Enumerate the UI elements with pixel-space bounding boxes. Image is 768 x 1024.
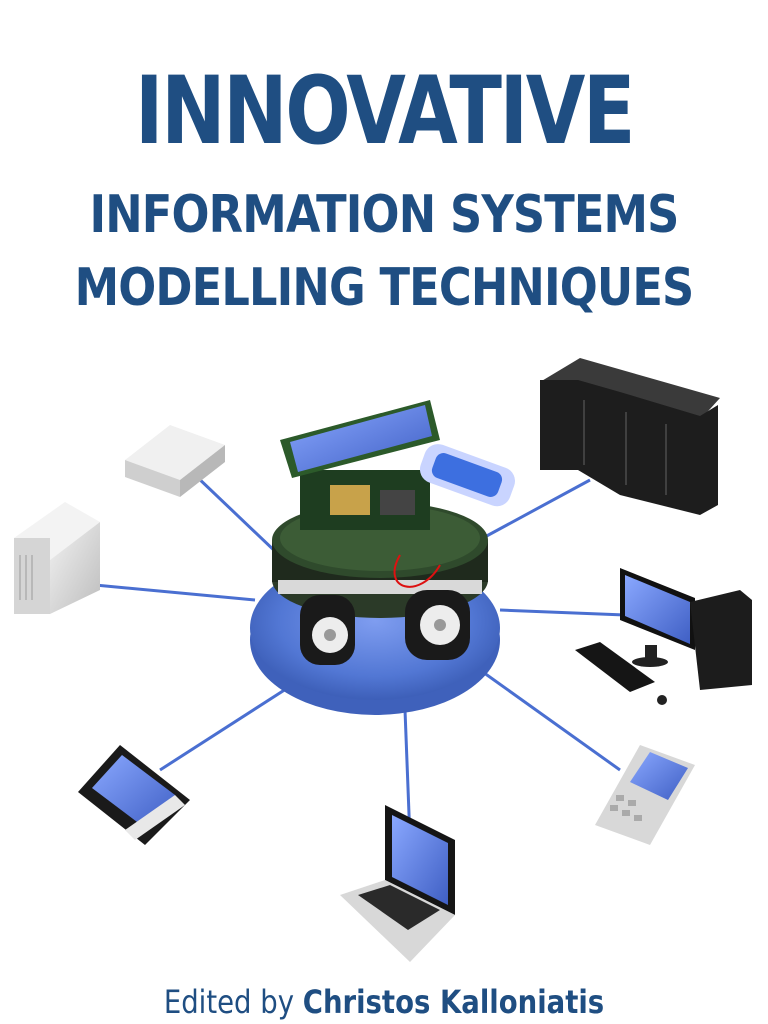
- book-title: INNOVATIVE: [134, 57, 636, 166]
- usb-stick-icon: [419, 444, 516, 507]
- tablet-icon: [78, 745, 190, 845]
- external-drive-icon: [14, 502, 100, 614]
- edited-by-label: Edited by: [163, 983, 295, 1021]
- editor-credit: Edited by Christos Kalloniatis: [54, 982, 714, 1022]
- network-links: [94, 473, 626, 841]
- link-phone: [479, 668, 621, 772]
- book-subtitle-line-1: INFORMATION SYSTEMS: [89, 185, 679, 245]
- laptop-icon: [340, 805, 455, 962]
- robot-display-icon: [280, 400, 440, 478]
- mobile-phone-icon: [595, 745, 695, 845]
- desktop-computer-icon: [575, 568, 752, 705]
- link-desktop: [499, 608, 626, 617]
- book-subtitle-line-2: MODELLING TECHNIQUES: [74, 258, 695, 318]
- link-tablet: [159, 678, 301, 772]
- link-server: [469, 478, 591, 547]
- router-icon: [125, 425, 225, 497]
- network-illustration: [14, 358, 752, 962]
- editor-name: Christos Kalloniatis: [302, 983, 605, 1021]
- server-rack-icon: [540, 358, 720, 515]
- robot-icon: [272, 400, 516, 665]
- link-drive: [94, 583, 256, 602]
